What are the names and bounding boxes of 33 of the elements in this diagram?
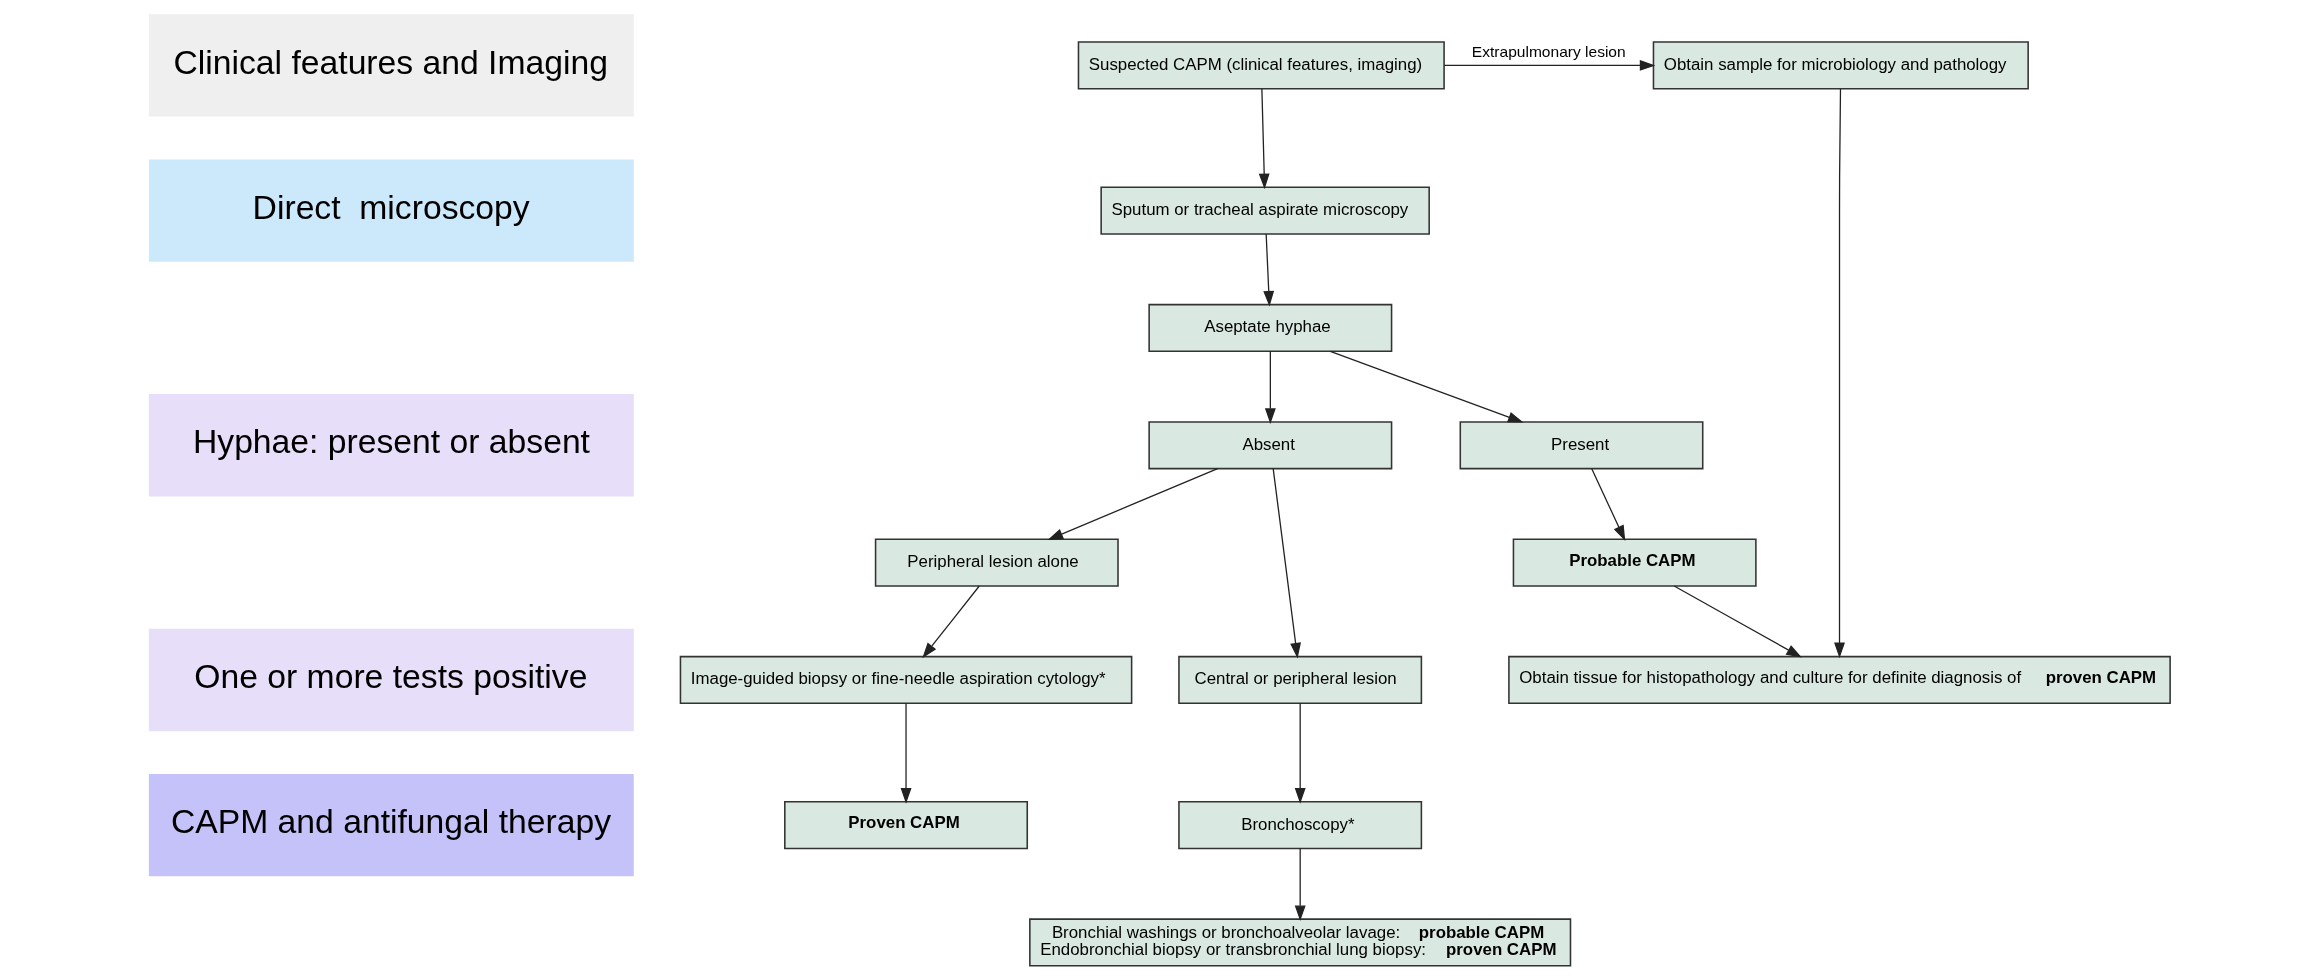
- node-box: Central or peripheral lesion: [1177, 655, 1422, 704]
- node-box: Bronchoscopy*: [1177, 800, 1422, 849]
- node-box: Obtain tissue for histopathology and culture for definite diagnosis of proven CAPM: [1507, 655, 2171, 704]
- arrow: [1047, 467, 1218, 540]
- arrow: [1258, 87, 1270, 189]
- node-box: Suspected CAPM (clinical features, imaging): [1077, 40, 1445, 89]
- arrow: [1329, 350, 1524, 423]
- node-box: CAPM and antifungal therapy: [148, 773, 634, 876]
- arrow: [1272, 467, 1301, 658]
- arrow: [921, 584, 980, 658]
- arrow: [1590, 467, 1625, 541]
- node-box: One or more tests positive: [148, 628, 634, 731]
- arrow: [1294, 847, 1306, 921]
- node-box: Peripheral lesion alone: [874, 538, 1119, 587]
- node-box: Image-guided biopsy or fine-needle aspiration cytology*: [679, 655, 1132, 704]
- node-box: Proven CAPM: [783, 800, 1028, 849]
- arrow: [1833, 87, 1845, 658]
- node-box: Hyphae: present or absent: [148, 393, 634, 496]
- node-box: Aseptate hyphae: [1147, 303, 1392, 352]
- arrow: [1673, 584, 1802, 658]
- arrow: [1264, 350, 1276, 424]
- node-box: Probable CAPM: [1512, 538, 1757, 587]
- edge-label: Extrapulmonary lesion: [1471, 42, 1626, 60]
- node-box: Sputum or tracheal aspirate microscopy: [1099, 186, 1430, 235]
- arrow: [1262, 232, 1274, 307]
- arrow: [1443, 59, 1655, 71]
- node-box: Obtain sample for microbiology and pathology: [1652, 40, 2029, 89]
- node-box: Bronchial washings or bronchoalveolar lavage: probable CAPM Endobronchial biopsy or transbronchial lung biopsy: proven CAPM: [1028, 917, 1571, 967]
- node-box: Present: [1459, 420, 1703, 469]
- node-box: Direct microscopy: [148, 158, 634, 262]
- node-box: Absent: [1147, 420, 1392, 469]
- arrow: [900, 702, 911, 804]
- arrow: [1294, 702, 1306, 804]
